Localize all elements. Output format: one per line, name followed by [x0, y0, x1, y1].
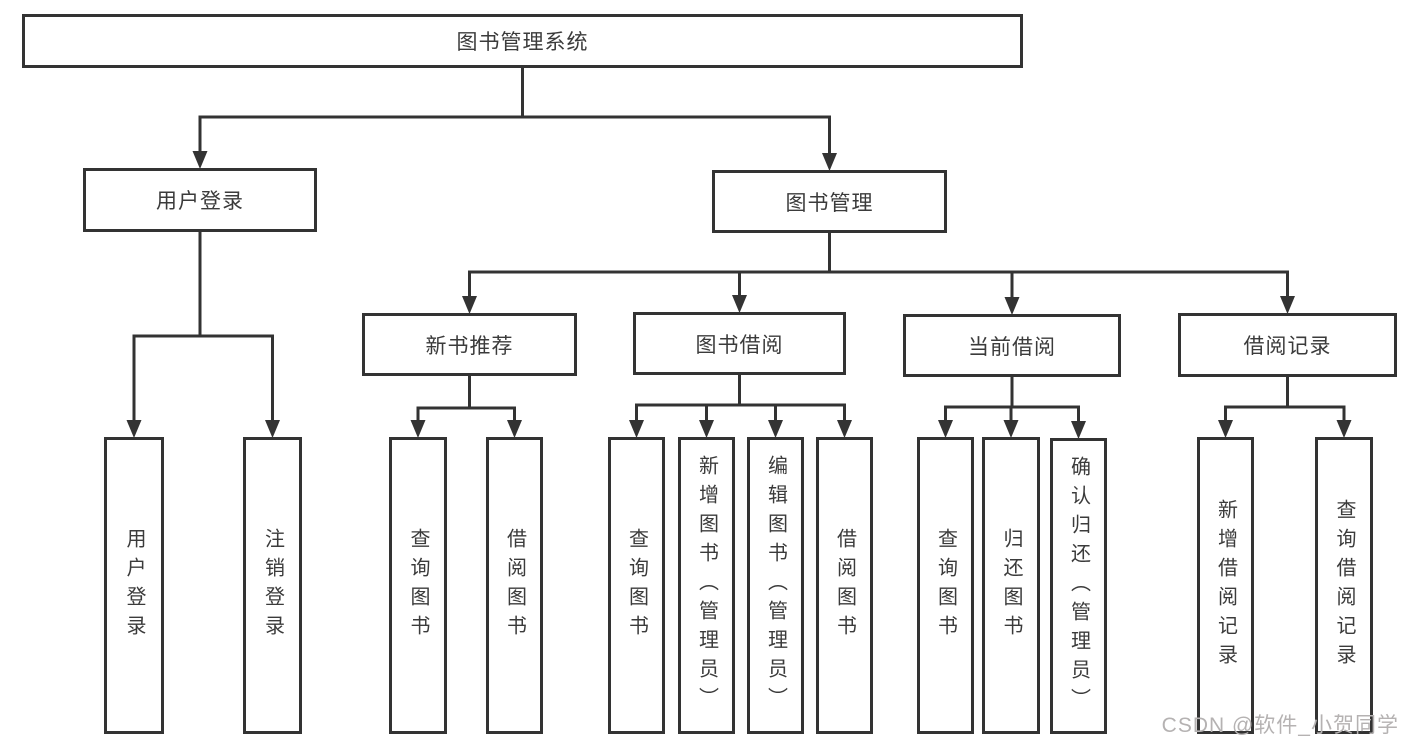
node-label: 用户登录	[123, 527, 145, 644]
node-leaf-add-borrow-rec: 新增借阅记录	[1197, 437, 1254, 734]
node-label: 当前借阅	[968, 335, 1056, 359]
node-label: 借阅图书	[833, 527, 856, 644]
node-leaf-borrow-book-rec: 借阅图书	[486, 437, 543, 734]
node-label: 新书推荐	[425, 334, 514, 358]
arrowhead-icon	[732, 295, 747, 313]
node-leaf-query-book-cur: 查询图书	[917, 437, 974, 734]
arrowhead-icon	[1003, 420, 1019, 438]
node-label: 借阅记录	[1243, 335, 1332, 358]
node-borrow-records: 借阅记录	[1178, 313, 1397, 377]
node-label: 查询图书	[625, 527, 648, 644]
node-label: 用户登录	[156, 190, 244, 213]
arrowhead-icon	[938, 420, 953, 438]
node-leaf-query-borrow-rec: 查询借阅记录	[1315, 437, 1373, 734]
node-label: 编辑图书（管理员）	[764, 455, 787, 716]
node-leaf-return-book: 归还图书	[982, 437, 1040, 734]
arrowhead-icon	[1004, 297, 1020, 315]
arrowhead-icon	[410, 420, 426, 438]
node-label: 新增借阅记录	[1214, 498, 1237, 673]
node-leaf-borrow-book: 借阅图书	[816, 437, 873, 734]
node-label: 图书借阅	[695, 333, 784, 357]
node-current-borrow: 当前借阅	[903, 314, 1121, 377]
arrowhead-icon	[768, 420, 783, 438]
node-label: 查询借阅记录	[1333, 498, 1355, 673]
node-leaf-edit-book: 编辑图书（管理员）	[747, 437, 804, 734]
arrowhead-icon	[462, 296, 477, 314]
arrowhead-icon	[837, 420, 852, 438]
arrowhead-icon	[822, 153, 837, 171]
node-label: 新增图书（管理员）	[695, 455, 718, 716]
node-label: 查询图书	[407, 527, 429, 644]
node-leaf-user-login: 用户登录	[104, 437, 164, 734]
arrowhead-icon	[1280, 296, 1295, 314]
node-label: 图书管理系统	[456, 31, 589, 54]
arrowhead-icon	[1218, 420, 1233, 438]
arrowhead-icon	[265, 420, 280, 438]
arrowhead-icon	[629, 420, 644, 438]
node-leaf-query-book-bor: 查询图书	[608, 437, 665, 734]
arrowhead-icon	[126, 420, 142, 438]
node-label: 注销登录	[261, 527, 284, 644]
node-user-login: 用户登录	[83, 168, 317, 232]
arrowhead-icon	[1071, 421, 1086, 439]
arrowhead-icon	[192, 151, 208, 169]
node-label: 图书管理	[785, 191, 874, 215]
arrowhead-icon	[1336, 420, 1352, 438]
node-root: 图书管理系统	[22, 14, 1023, 68]
node-label: 借阅图书	[503, 527, 526, 644]
arrowhead-icon	[699, 420, 714, 438]
node-new-book-rec: 新书推荐	[362, 313, 577, 376]
node-leaf-add-book: 新增图书（管理员）	[678, 437, 735, 734]
node-label: 确认归还（管理员）	[1067, 455, 1090, 717]
node-label: 归还图书	[1000, 527, 1022, 644]
node-leaf-confirm-return: 确认归还（管理员）	[1050, 438, 1107, 734]
node-leaf-logout: 注销登录	[243, 437, 302, 734]
csdn-watermark: CSDN @软件_小贺同学	[1161, 714, 1399, 737]
node-book-mgmt: 图书管理	[712, 170, 947, 233]
node-leaf-query-book-rec: 查询图书	[389, 437, 447, 734]
arrowhead-icon	[507, 420, 522, 438]
node-label: 查询图书	[934, 527, 957, 644]
node-book-borrow: 图书借阅	[633, 312, 846, 375]
